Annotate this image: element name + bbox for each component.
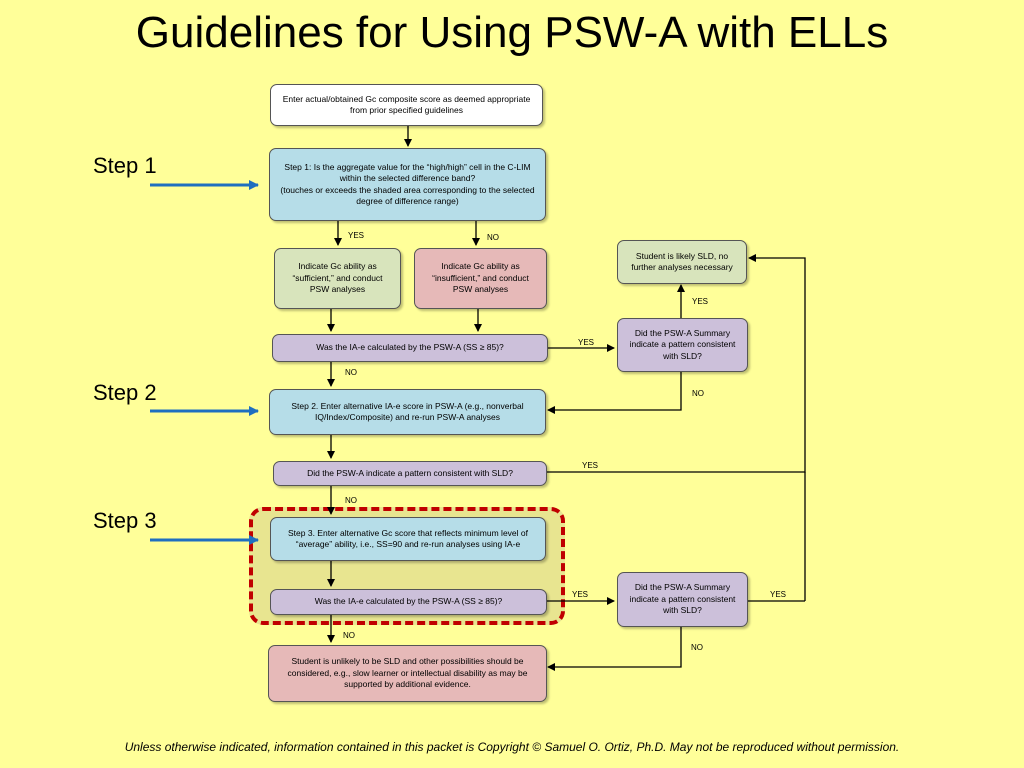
no-label-step1: NO <box>487 233 499 242</box>
step-2-label: Step 2 <box>93 380 157 405</box>
yes-label-step1: YES <box>348 231 365 240</box>
no-label-summary2: NO <box>691 643 703 652</box>
yes-label-summary2: YES <box>770 590 787 599</box>
psw-summary-check-1-box: Did the PSW-A Summary indicate a pattern… <box>617 318 748 372</box>
no-label-iae2: NO <box>343 631 355 640</box>
step-2-box: Step 2. Enter alternative IA-e score in … <box>269 389 546 435</box>
gc-sufficient-box: Indicate Gc ability as “sufficient,” and… <box>274 248 401 309</box>
iae-check-2-box: Was the IA-e calculated by the PSW-A (SS… <box>270 589 547 615</box>
gc-insufficient-box: Indicate Gc ability as “insufficient,” a… <box>414 248 547 309</box>
no-label-iae1: NO <box>345 368 357 377</box>
likely-sld-box: Student is likely SLD, no further analys… <box>617 240 747 284</box>
step-1-label: Step 1 <box>93 153 157 178</box>
unlikely-sld-box: Student is unlikely to be SLD and other … <box>268 645 547 702</box>
start-box: Enter actual/obtained Gc composite score… <box>270 84 543 126</box>
page-title: Guidelines for Using PSW-A with ELLs <box>135 8 889 57</box>
step-1-question-box: Step 1: Is the aggregate value for the “… <box>269 148 546 221</box>
step-3-box: Step 3. Enter alternative Gc score that … <box>270 517 546 561</box>
iae-check-1-box: Was the IA-e calculated by the PSW-A (SS… <box>272 334 548 362</box>
psw-summary-check-2-box: Did the PSW-A Summary indicate a pattern… <box>617 572 748 627</box>
yes-label-iae2: YES <box>572 590 589 599</box>
yes-label-summary1: YES <box>692 297 709 306</box>
no-label-pattern: NO <box>345 496 357 505</box>
copyright-footer: Unless otherwise indicated, information … <box>124 740 900 754</box>
pattern-check-box: Did the PSW-A indicate a pattern consist… <box>273 461 547 486</box>
no-label-summary1: NO <box>692 389 704 398</box>
yes-label-pattern: YES <box>582 461 599 470</box>
yes-label-iae1: YES <box>578 338 595 347</box>
step-3-label: Step 3 <box>93 508 157 533</box>
